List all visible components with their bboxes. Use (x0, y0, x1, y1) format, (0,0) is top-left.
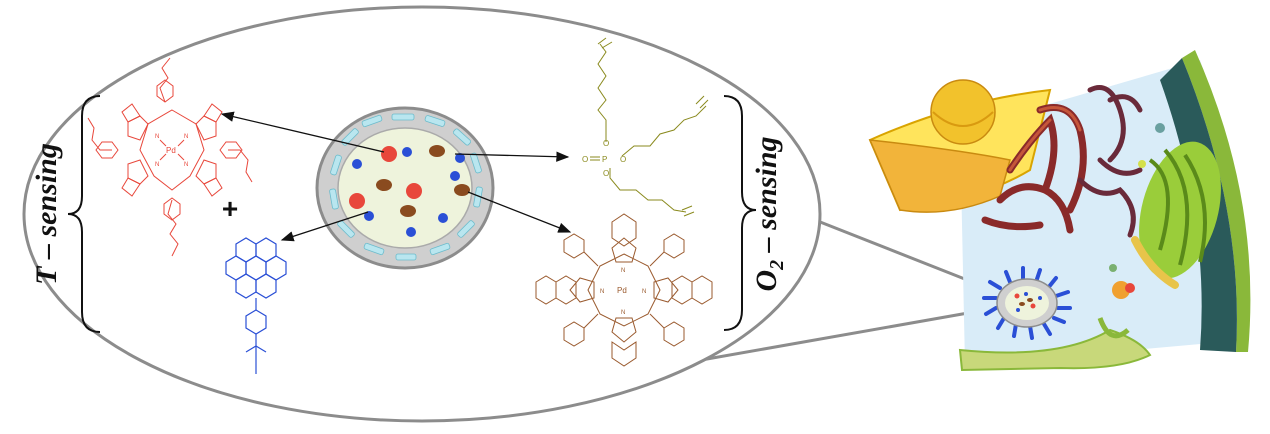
svg-text:N: N (184, 134, 188, 140)
cell-nanoparticle-icon (982, 266, 1072, 340)
plus-sign: + (222, 193, 238, 224)
svg-text:N: N (184, 162, 188, 168)
svg-text:N: N (155, 162, 159, 168)
svg-text:N: N (621, 268, 625, 274)
svg-text:Pd: Pd (166, 146, 176, 155)
svg-text:N: N (155, 134, 159, 140)
svg-text:O: O (620, 155, 626, 164)
nanoparticle-icon (315, 106, 495, 270)
left-brace (67, 95, 101, 333)
svg-text:O: O (603, 139, 609, 148)
cell-illustration (868, 50, 1251, 372)
pd-porphyrin-red-atoms: Pd N N N N (155, 134, 188, 168)
svg-text:O: O (603, 169, 609, 178)
t-sensing-label: T – sensing (30, 143, 63, 285)
phosphate-atoms: O P O O O (582, 139, 626, 178)
svg-text:N: N (621, 310, 625, 316)
svg-text:Pd: Pd (617, 286, 627, 295)
svg-text:N: N (642, 289, 646, 295)
svg-text:O: O (582, 155, 588, 164)
svg-text:P: P (602, 155, 607, 164)
arrows (220, 111, 572, 242)
phosphate-olive (590, 37, 709, 217)
pd-porphyrin-brown (535, 213, 713, 367)
pd-porphyrin-brown-atoms: Pd N N N N (600, 268, 646, 316)
perylene-blue (225, 237, 287, 374)
right-brace (723, 95, 757, 331)
o2-sensing-label: O2 – sensing (750, 136, 788, 291)
zoom-connector (689, 216, 986, 364)
pd-porphyrin-red (87, 57, 253, 257)
svg-text:N: N (600, 289, 604, 295)
